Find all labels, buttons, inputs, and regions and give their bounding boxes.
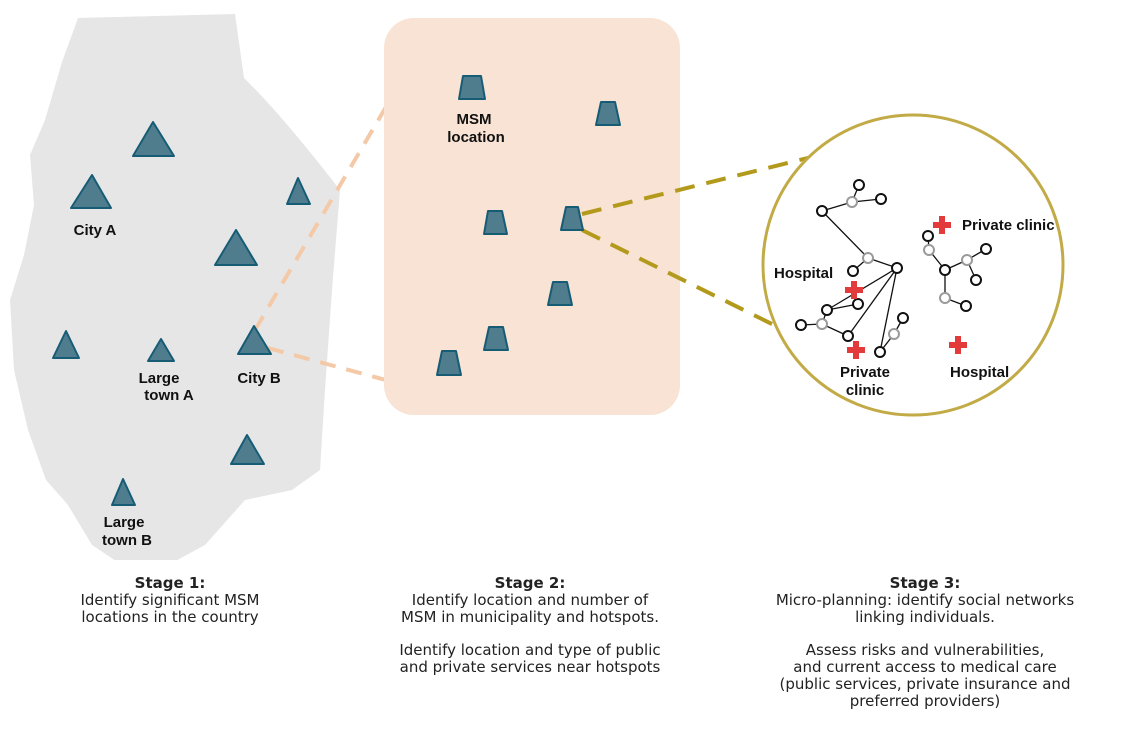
city-a-label: City A <box>74 222 117 239</box>
trapezoid-icon <box>483 326 509 351</box>
triangle-icon <box>111 478 136 506</box>
stage-2-text-line1: Identify location and number of <box>411 591 649 609</box>
hospital-right-label: Hospital <box>950 364 1009 381</box>
msm-location-label-line2: location <box>447 129 505 146</box>
hospital-left-label: Hospital <box>774 265 833 282</box>
triangle-icon <box>214 229 258 266</box>
trapezoid-icon <box>547 281 573 306</box>
social-network-circle <box>761 113 1065 417</box>
person-node-icon <box>821 304 833 316</box>
person-node-icon <box>847 265 859 277</box>
person-node-icon <box>842 330 854 342</box>
person-node-icon <box>970 274 982 286</box>
triangle-icon <box>286 177 311 205</box>
msm-mapping-diagram: City A Large town A City B Large town B … <box>10 14 1065 560</box>
person-node-icon <box>875 193 887 205</box>
large-town-a-label-line2: town A <box>144 387 194 404</box>
person-node-icon <box>888 328 900 340</box>
stage-3-text-line1: Micro-planning: identify social networks <box>775 591 1075 609</box>
person-node-icon <box>961 254 973 266</box>
stage-3-text-line6: preferred providers) <box>849 692 1001 710</box>
red-cross-icon <box>847 341 865 359</box>
country-map-shape <box>10 14 340 560</box>
stage-2-title: Stage 2: <box>494 574 566 592</box>
person-node-icon <box>846 196 858 208</box>
triangle-icon <box>132 121 175 157</box>
person-node-icon <box>922 230 934 242</box>
stage-3-text-line5: (public services, private insurance and <box>779 675 1071 693</box>
triangle-icon <box>237 325 272 355</box>
zoom-connector-upper <box>253 93 395 332</box>
large-town-a-label-line1: Large <box>139 370 180 387</box>
triangle-icon <box>230 434 265 465</box>
stage-1-title: Stage 1: <box>134 574 206 592</box>
municipality-box <box>384 18 680 415</box>
stage-3-title: Stage 3: <box>889 574 961 592</box>
stage-3-text-line4: and current access to medical care <box>793 658 1057 676</box>
large-town-b-label-line1: Large <box>104 514 145 531</box>
social-network-nodes <box>795 179 992 358</box>
person-node-icon <box>960 300 972 312</box>
network-connector-lower <box>581 228 779 329</box>
stage-3-caption: Stage 3: Micro-planning: identify social… <box>725 575 1125 710</box>
large-town-b-label-line2: town B <box>102 532 152 549</box>
stage-2-text-line4: and private services near hotspots <box>399 658 661 676</box>
network-connector-upper <box>581 150 833 216</box>
trapezoid-icon <box>436 350 462 376</box>
person-node-icon <box>816 318 828 330</box>
stage-3-text-line2: linking individuals. <box>855 608 995 626</box>
stage-2-text-line2: MSM in municipality and hotspots. <box>401 608 659 626</box>
stage-2-caption: Stage 2: Identify location and number of… <box>345 575 715 676</box>
triangle-icon <box>147 338 175 362</box>
person-node-icon <box>980 243 992 255</box>
triangle-icon <box>70 174 112 209</box>
stage-2-text-line3: Identify location and type of public <box>399 641 661 659</box>
person-node-icon <box>891 262 903 274</box>
trapezoid-icon <box>483 210 508 235</box>
person-node-icon <box>853 179 865 191</box>
person-node-icon <box>939 292 951 304</box>
person-node-icon <box>795 319 807 331</box>
trapezoid-icon <box>458 75 486 100</box>
triangle-icon <box>52 330 80 359</box>
red-cross-icon <box>949 336 967 354</box>
person-node-icon <box>923 244 935 256</box>
person-node-icon <box>852 298 864 310</box>
city-b-label: City B <box>237 370 281 387</box>
person-node-icon <box>939 264 951 276</box>
person-node-icon <box>816 205 828 217</box>
private-clinic-bottom-label-line2: clinic <box>846 382 884 399</box>
health-facility-markers <box>845 216 967 359</box>
red-cross-icon <box>845 281 863 299</box>
trapezoid-icon <box>560 206 584 231</box>
msm-location-markers <box>436 75 621 376</box>
stage-3-text-line3: Assess risks and vulnerabilities, <box>805 641 1045 659</box>
private-clinic-top-label: Private clinic <box>962 217 1055 234</box>
stage-1-text-line2: locations in the country <box>81 608 259 626</box>
stage-1-text-line1: Identify significant MSM <box>80 591 260 609</box>
person-node-icon <box>862 252 874 264</box>
city-markers <box>52 121 311 506</box>
person-node-icon <box>897 312 909 324</box>
private-clinic-bottom-label-line1: Private <box>840 364 890 381</box>
msm-location-label-line1: MSM <box>457 111 492 128</box>
red-cross-icon <box>933 216 951 234</box>
trapezoid-icon <box>595 101 621 126</box>
person-node-icon <box>874 346 886 358</box>
zoom-connector-lower <box>267 346 394 384</box>
stage-1-caption: Stage 1: Identify significant MSM locati… <box>20 575 320 626</box>
